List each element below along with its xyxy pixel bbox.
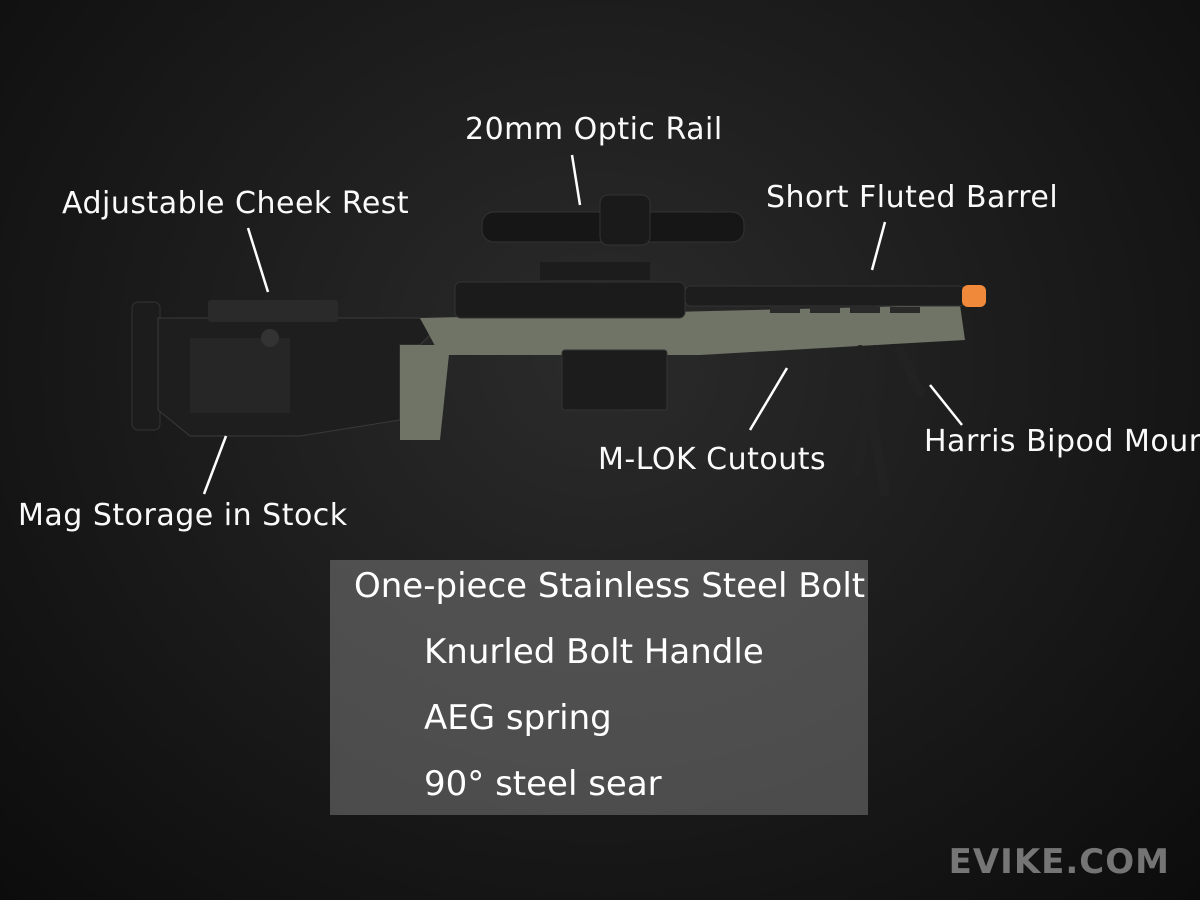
chassis <box>400 305 965 440</box>
stock <box>131 300 431 437</box>
callout-barrel: Short Fluted Barrel <box>766 180 1059 215</box>
callout-mlok: M-LOK Cutouts <box>598 442 827 477</box>
feature-item: Knurled Bolt Handle <box>424 632 764 672</box>
barrel <box>684 285 966 307</box>
watermark-logo: EVIKE.COM <box>948 842 1170 882</box>
feature-item: 90° steel sear <box>424 764 662 804</box>
feature-item: AEG spring <box>424 698 612 738</box>
callout-bipod: Harris Bipod Mount <box>924 424 1200 459</box>
callout-lines <box>202 154 963 495</box>
orange-tip <box>962 285 986 307</box>
callout-optic-rail: 20mm Optic Rail <box>465 112 723 147</box>
callout-mag-storage: Mag Storage in Stock <box>18 498 348 533</box>
scope <box>481 194 745 280</box>
magazine <box>561 349 668 411</box>
callout-cheek-rest: Adjustable Cheek Rest <box>62 186 410 221</box>
features-box: One-piece Stainless Steel Bolt Knurled B… <box>330 560 868 815</box>
receiver <box>454 281 686 319</box>
feature-item: One-piece Stainless Steel Bolt <box>354 566 866 606</box>
bipod <box>853 345 925 497</box>
